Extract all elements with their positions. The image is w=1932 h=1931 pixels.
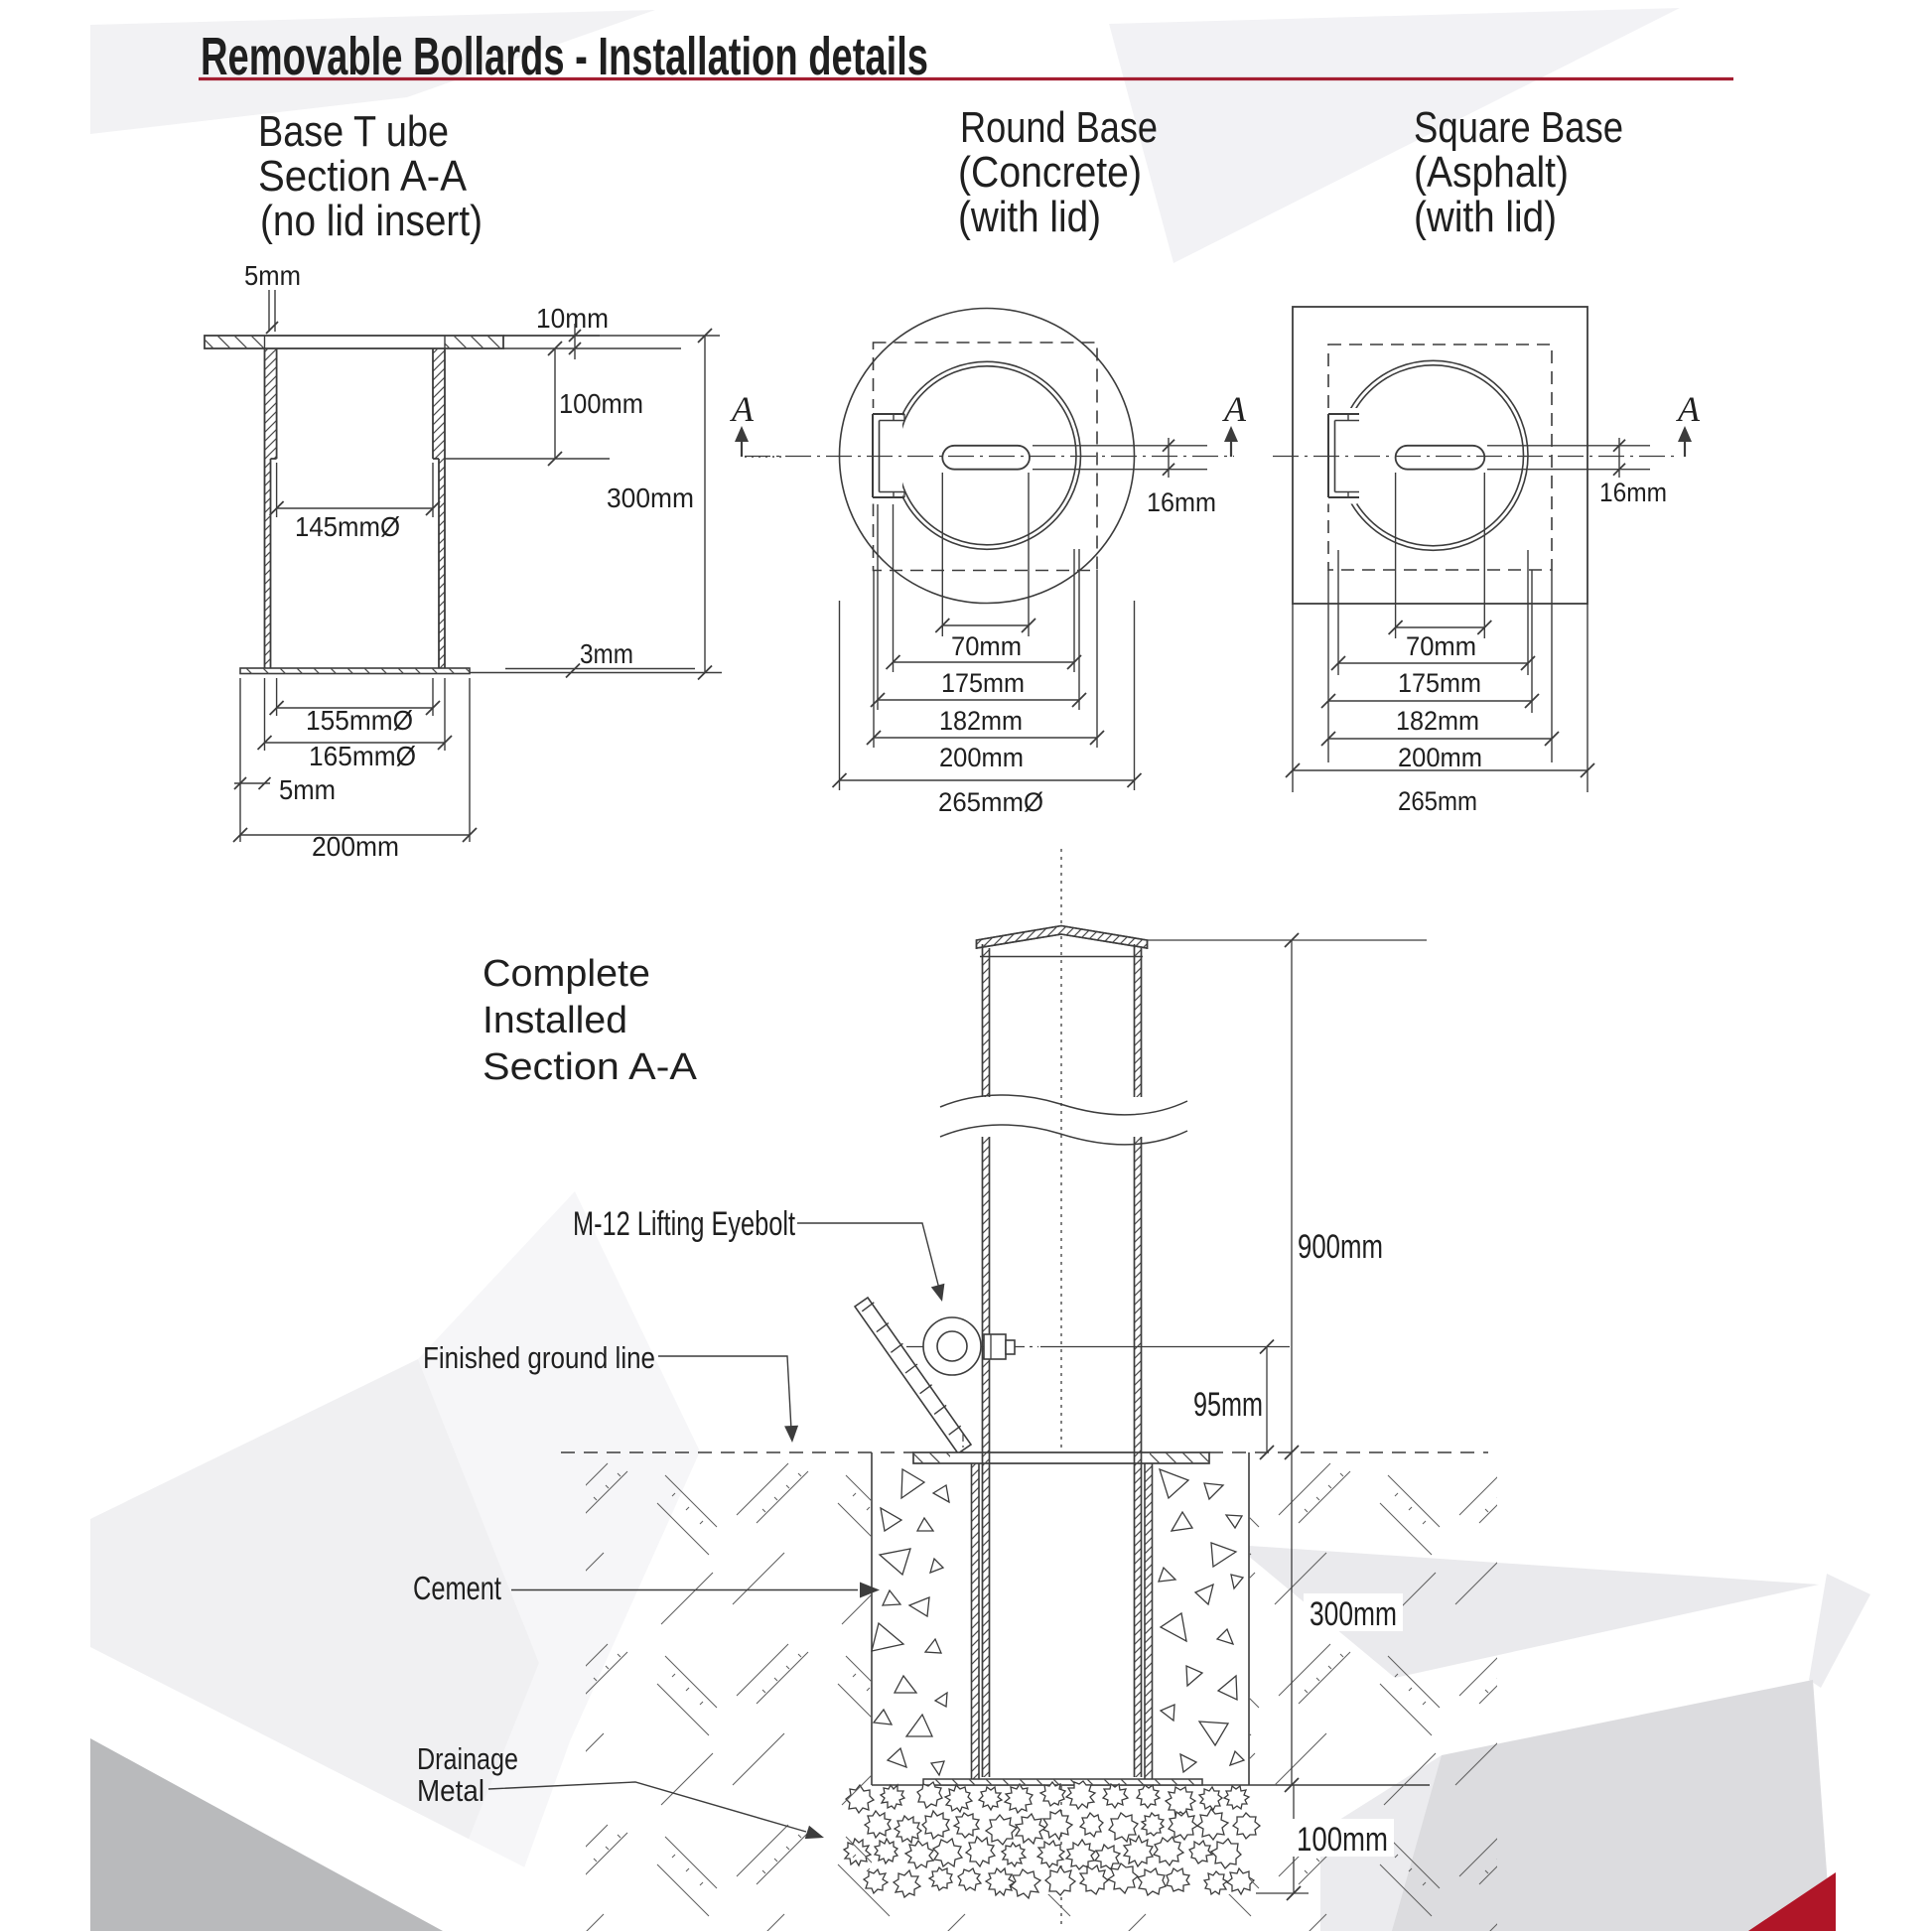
svg-text:Installed: Installed	[483, 1000, 627, 1041]
svg-text:5mm: 5mm	[279, 774, 336, 805]
svg-text:Complete: Complete	[483, 953, 650, 995]
svg-text:(Concrete): (Concrete)	[958, 148, 1142, 197]
svg-text:Square Base: Square Base	[1414, 103, 1623, 152]
svg-text:300mm: 300mm	[607, 483, 694, 513]
svg-text:Metal: Metal	[417, 1773, 484, 1808]
svg-text:100mm: 100mm	[1297, 1821, 1388, 1859]
svg-text:300mm: 300mm	[1310, 1595, 1397, 1633]
svg-text:200mm: 200mm	[1398, 743, 1482, 772]
svg-text:A: A	[730, 389, 755, 429]
svg-text:145mmØ: 145mmØ	[295, 511, 400, 542]
svg-text:182mm: 182mm	[1396, 706, 1479, 736]
svg-text:M-12 Lifting Eyebolt: M-12 Lifting Eyebolt	[573, 1205, 795, 1243]
svg-text:175mm: 175mm	[941, 668, 1025, 698]
svg-text:Removable Bollards - Installat: Removable Bollards - Installation detail…	[201, 27, 928, 86]
svg-text:200mm: 200mm	[939, 743, 1024, 772]
svg-text:165mmØ: 165mmØ	[309, 741, 416, 771]
svg-text:Drainage: Drainage	[417, 1741, 518, 1776]
svg-text:100mm: 100mm	[559, 388, 643, 419]
svg-text:16mm: 16mm	[1599, 478, 1667, 507]
svg-text:16mm: 16mm	[1147, 487, 1216, 517]
svg-text:155mmØ: 155mmØ	[306, 705, 413, 736]
svg-text:200mm: 200mm	[312, 831, 399, 862]
svg-text:5mm: 5mm	[244, 260, 301, 291]
svg-text:(with lid): (with lid)	[1414, 193, 1557, 241]
svg-text:Base T ube: Base T ube	[258, 107, 449, 156]
svg-text:Section A-A: Section A-A	[483, 1046, 698, 1088]
svg-text:182mm: 182mm	[939, 706, 1023, 736]
svg-text:900mm: 900mm	[1298, 1228, 1383, 1266]
svg-text:70mm: 70mm	[951, 631, 1022, 661]
svg-text:(no lid insert): (no lid insert)	[260, 197, 483, 245]
svg-text:A: A	[1222, 389, 1247, 429]
svg-text:265mm: 265mm	[1398, 786, 1477, 816]
svg-text:Section A-A: Section A-A	[258, 152, 468, 201]
svg-text:70mm: 70mm	[1406, 631, 1476, 661]
svg-text:265mmØ: 265mmØ	[938, 787, 1043, 817]
svg-text:Finished ground line: Finished ground line	[423, 1340, 655, 1375]
svg-text:175mm: 175mm	[1398, 668, 1481, 698]
svg-text:A: A	[1676, 389, 1701, 429]
svg-text:(Asphalt): (Asphalt)	[1414, 148, 1569, 197]
svg-text:Cement: Cement	[413, 1570, 501, 1606]
svg-text:Round Base: Round Base	[960, 103, 1158, 152]
svg-text:(with lid): (with lid)	[958, 193, 1101, 241]
svg-text:95mm: 95mm	[1193, 1386, 1263, 1424]
svg-text:3mm: 3mm	[580, 638, 633, 669]
svg-text:10mm: 10mm	[536, 303, 609, 334]
